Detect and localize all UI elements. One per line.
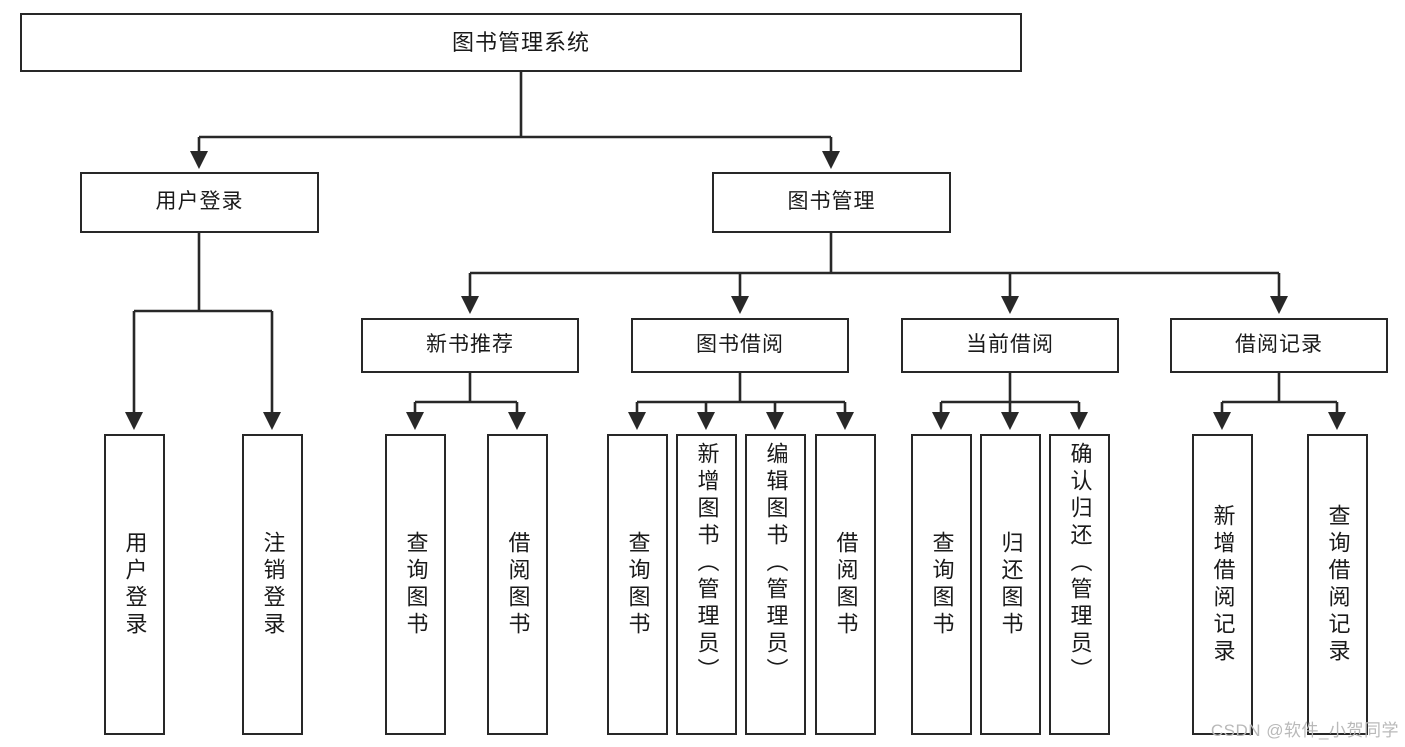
node-borrow-record[interactable]: 借阅记录 bbox=[1170, 318, 1388, 373]
node-label: 新书推荐 bbox=[426, 333, 514, 357]
node-label: 查询图书 bbox=[625, 530, 651, 639]
node-label: 借阅记录 bbox=[1235, 333, 1323, 357]
node-label: 图书管理 bbox=[787, 190, 876, 214]
node-label: 注销登录 bbox=[260, 530, 286, 639]
node-label: 当前借阅 bbox=[966, 333, 1054, 357]
node-book-management[interactable]: 图书管理 bbox=[712, 172, 951, 233]
node-label: 借阅图书 bbox=[833, 530, 859, 639]
node-current-borrow[interactable]: 当前借阅 bbox=[901, 318, 1119, 373]
leaf-current-return-book[interactable]: 归还图书 bbox=[980, 434, 1041, 735]
leaf-borrow-edit-book-admin[interactable]: 编辑图书（管理员） bbox=[745, 434, 806, 735]
node-label: 图书管理系统 bbox=[451, 29, 590, 55]
leaf-record-query-borrow-record[interactable]: 查询借阅记录 bbox=[1307, 434, 1368, 735]
node-book-borrow[interactable]: 图书借阅 bbox=[631, 318, 849, 373]
node-label: 用户登录 bbox=[122, 530, 148, 639]
leaf-borrow-borrow-book[interactable]: 借阅图书 bbox=[815, 434, 876, 735]
node-label: 借阅图书 bbox=[505, 530, 531, 639]
node-label: 新增借阅记录 bbox=[1210, 503, 1236, 666]
leaf-new-book-borrow-book[interactable]: 借阅图书 bbox=[487, 434, 548, 735]
node-label: 图书借阅 bbox=[696, 333, 784, 357]
leaf-new-book-query-book[interactable]: 查询图书 bbox=[385, 434, 446, 735]
leaf-user-login-login[interactable]: 用户登录 bbox=[104, 434, 165, 735]
node-label: 用户登录 bbox=[155, 190, 244, 214]
node-label: 确认归还（管理员） bbox=[1067, 442, 1093, 685]
node-label: 查询借阅记录 bbox=[1325, 503, 1351, 666]
leaf-record-add-borrow-record[interactable]: 新增借阅记录 bbox=[1192, 434, 1253, 735]
node-label: 归还图书 bbox=[998, 530, 1024, 639]
node-label: 新增图书（管理员） bbox=[694, 442, 720, 685]
leaf-borrow-add-book-admin[interactable]: 新增图书（管理员） bbox=[676, 434, 737, 735]
node-new-book-recommend[interactable]: 新书推荐 bbox=[361, 318, 579, 373]
node-label: 查询图书 bbox=[403, 530, 429, 639]
csdn-watermark: CSDN @软件_小贺同学 bbox=[1210, 721, 1399, 740]
leaf-current-query-book[interactable]: 查询图书 bbox=[911, 434, 972, 735]
leaf-current-confirm-return-admin[interactable]: 确认归还（管理员） bbox=[1049, 434, 1110, 735]
node-root-book-management-system[interactable]: 图书管理系统 bbox=[20, 13, 1022, 72]
node-label: 编辑图书（管理员） bbox=[763, 442, 789, 685]
leaf-user-login-logout[interactable]: 注销登录 bbox=[242, 434, 303, 735]
node-label: 查询图书 bbox=[929, 530, 955, 639]
node-user-login[interactable]: 用户登录 bbox=[80, 172, 319, 233]
leaf-borrow-query-book[interactable]: 查询图书 bbox=[607, 434, 668, 735]
